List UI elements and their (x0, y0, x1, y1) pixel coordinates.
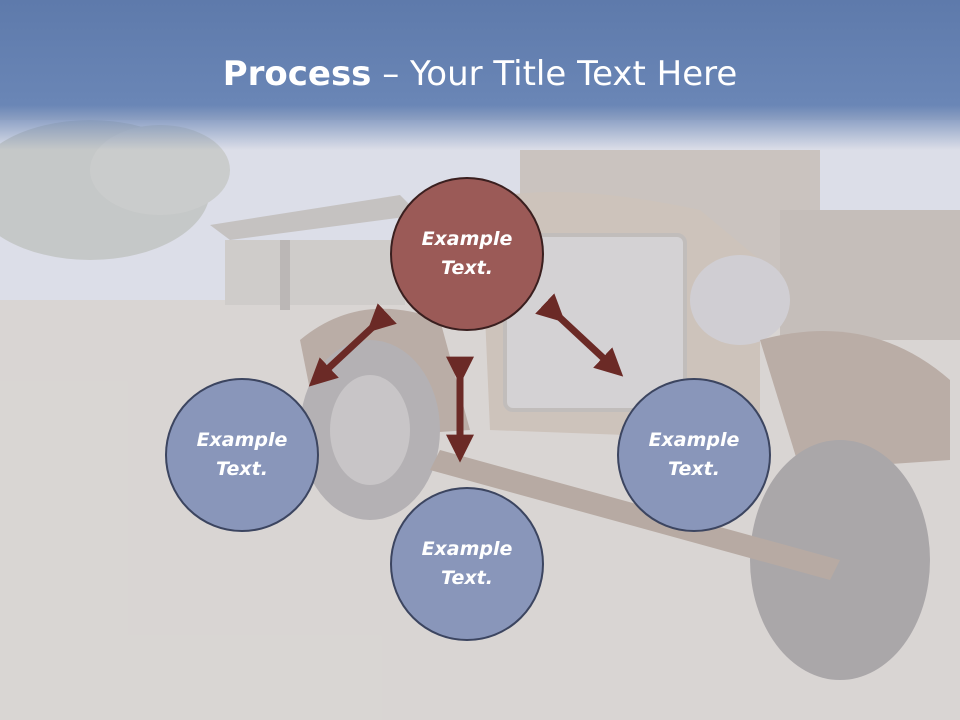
node-center: Example Text. (390, 177, 544, 331)
title-bold: Process (222, 54, 372, 94)
title-band (0, 0, 960, 150)
slide-title: Process – Your Title Text Here (0, 52, 960, 96)
node-left: Example Text. (165, 378, 319, 532)
node-left-text: Example Text. (196, 429, 288, 480)
node-right: Example Text. (617, 378, 771, 532)
arrow-center-right (535, 293, 624, 377)
title-rest: – Your Title Text Here (371, 54, 738, 94)
arrow-center-left (308, 303, 397, 387)
node-bottom-text: Example Text. (421, 538, 513, 589)
node-center-text: Example Text. (421, 228, 513, 279)
node-right-text: Example Text. (648, 429, 740, 480)
node-bottom: Example Text. (390, 487, 544, 641)
